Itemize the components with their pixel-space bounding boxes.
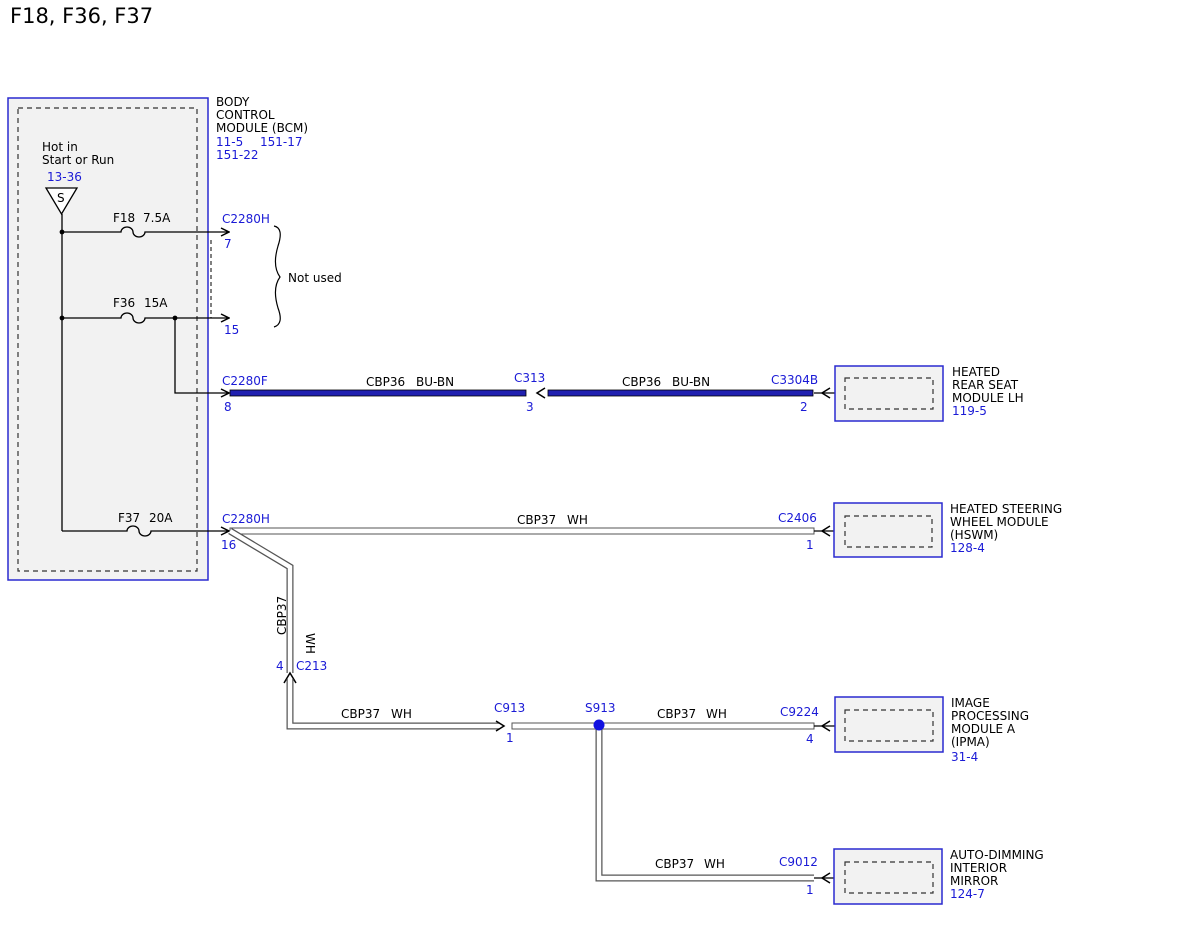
ipma-ref: 31-4 [951,750,978,764]
hot-line-2: Start or Run [42,153,114,167]
c913-connector: C913 [494,701,525,715]
c2280f-pin: 8 [224,400,232,414]
ipma-line-4: (IPMA) [951,735,990,749]
bcm-ref-a: 11-5 [216,135,243,149]
c913-color: WH [391,707,412,721]
wire-c913-c9224 [511,722,815,730]
f18-pin: 7 [224,237,232,251]
cbp36-seg2-color: BU-BN [672,375,710,389]
fuse-f36-id: F36 [113,296,135,310]
wire-cbp37-hswm [229,527,815,535]
vertical-circuit: CBP37 [275,596,289,635]
hswm-ref: 128-4 [950,541,985,555]
c3304b-pin: 2 [800,400,808,414]
fuse-f18-rating: 7.5A [143,211,171,225]
wire-cbp36-segment-1 [229,389,527,397]
hot-ref: 13-36 [47,170,82,184]
ipma-line-2: PROCESSING [951,709,1029,723]
bcm-name-line-3: MODULE (BCM) [216,121,308,135]
fuse-f37-id: F37 [118,511,140,525]
switch-triangle-icon [44,187,79,216]
c9012-connector: C9012 [779,855,818,869]
module-ipma [834,696,944,753]
page-title: F18, F36, F37 [10,4,154,28]
cbp36-seg1-circuit: CBP36 [366,375,405,389]
not-used-label: Not used [288,271,342,285]
c2406-pin: 1 [806,538,814,552]
c9012-pin: 1 [806,883,814,897]
c9224-pin: 4 [806,732,814,746]
hswm-circuit: CBP37 [517,513,556,527]
fuse-f36-icon [62,312,229,324]
switch-symbol: S [57,191,65,205]
not-used-brace-icon [273,225,281,328]
c913-circuit: CBP37 [341,707,380,721]
c213-connector-icon [283,671,297,684]
vertical-color: WH [303,633,317,654]
hswm-line-1: HEATED STEERING [950,502,1062,516]
module-heated-rear-seat [834,365,944,422]
fuse-f18-icon [62,226,229,238]
hswm-line-3: (HSWM) [950,528,998,542]
wire-s913-mirror-inner [596,726,814,881]
c913-pin: 1 [506,731,514,745]
module-mirror [833,848,943,905]
rear-seat-line-3: MODULE LH [952,391,1024,405]
fuse-f37-icon [62,525,229,537]
hswm-line-2: WHEEL MODULE [950,515,1049,529]
rear-seat-line-2: REAR SEAT [952,378,1019,392]
wire-cbp36-segment-2 [547,389,814,397]
mirror-ref: 124-7 [950,887,985,901]
fuse-f36-rating: 15A [144,296,168,310]
c213-connector: C213 [296,659,327,673]
mirror-line-2: INTERIOR [950,861,1007,875]
f37-connector: C2280H [222,512,270,526]
module-hswm [833,502,943,558]
fuse-f18-id: F18 [113,211,135,225]
splice-s913-dot [593,719,605,731]
ipma-line-3: MODULE A [951,722,1016,736]
hot-line-1: Hot in [42,140,78,154]
c313-connector: C313 [514,371,545,385]
f36-pin: 15 [224,323,239,337]
f18-connector: C2280H [222,212,270,226]
bcm-ref-c: 151-22 [216,148,259,162]
bcm-module [7,97,209,581]
rear-seat-ref: 119-5 [952,404,987,418]
mirror-circuit: CBP37 [655,857,694,871]
ipma-line-1: IMAGE [951,696,990,710]
bcm-ref-b: 151-17 [260,135,303,149]
rear-seat-line-1: HEATED [952,365,1000,379]
mirror-line-1: AUTO-DIMMING [950,848,1044,862]
c9224-connector: C9224 [780,705,819,719]
c313-pin: 3 [526,400,534,414]
f37-pin: 16 [221,538,236,552]
c2280f-connector: C2280F [222,374,268,388]
cbp36-seg2-circuit: CBP36 [622,375,661,389]
ipma-circuit: CBP37 [657,707,696,721]
mirror-line-3: MIRROR [950,874,998,888]
hswm-color: WH [567,513,588,527]
c913-connector-icon [495,720,506,732]
ipma-color: WH [706,707,727,721]
f36-to-c2280f-wire [174,318,229,393]
c3304b-connector: C3304B [771,373,818,387]
wire-c213-c913-inner [287,679,500,729]
cbp36-seg1-color: BU-BN [416,375,454,389]
bcm-name-line-2: CONTROL [216,108,275,122]
fuse-f37-rating: 20A [149,511,173,525]
wire-cbp37-vertical-inner [228,529,293,673]
c313-connector-icon [535,387,546,399]
splice-s913-id: S913 [585,701,616,715]
c213-pin: 4 [276,659,284,673]
c2406-connector: C2406 [778,511,817,525]
bcm-name-line-1: BODY [216,95,250,109]
mirror-color: WH [704,857,725,871]
